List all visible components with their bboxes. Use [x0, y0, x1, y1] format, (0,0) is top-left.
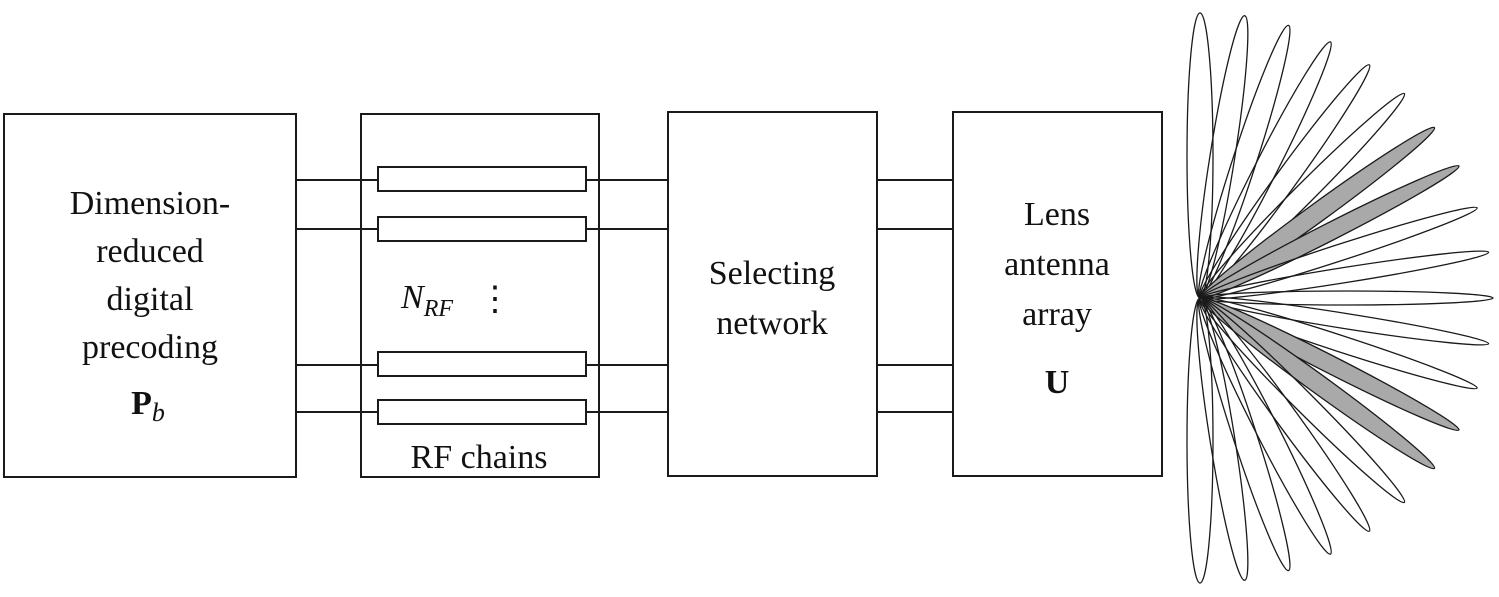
- selecting-network-block: Selecting network: [667, 111, 878, 477]
- rf-chain-1: [377, 166, 587, 192]
- connections: [296, 179, 953, 413]
- lens-antenna-line-1: Lens: [1024, 196, 1090, 233]
- digital-precoding-line-4: precoding: [82, 329, 218, 366]
- beam-lobe: [1199, 296, 1478, 390]
- digital-precoding-line-3: digital: [107, 281, 194, 318]
- lens-antenna-line-2: antenna: [1004, 246, 1110, 283]
- rf-chain-3: [377, 351, 587, 377]
- digital-precoding-box: [3, 113, 297, 478]
- digital-precoding-block: Dimension- reduced digital precoding Pb: [3, 113, 297, 478]
- precoding-matrix-symbol: Pb: [131, 385, 165, 427]
- beam-pattern: [1186, 12, 1494, 584]
- digital-precoding-line-2: reduced: [96, 233, 204, 270]
- selecting-network-line-1: Selecting: [709, 255, 836, 292]
- rf-chains-ellipsis: ⋮: [478, 281, 512, 318]
- selecting-network-line-2: network: [716, 305, 827, 342]
- rf-chain-4: [377, 399, 587, 425]
- rf-chains-caption: RF chains: [411, 439, 548, 476]
- beam-lobe: [1199, 206, 1478, 300]
- lens-antenna-box: [952, 111, 1163, 477]
- beam-lobe: [1186, 12, 1214, 299]
- beam-lobe: [1199, 290, 1494, 306]
- selecting-network-box: [667, 111, 878, 477]
- lens-antenna-line-3: array: [1022, 296, 1092, 333]
- lens-antenna-block: Lens antenna array U: [952, 111, 1163, 477]
- digital-precoding-line-1: Dimension-: [70, 185, 231, 222]
- rf-chain-2: [377, 216, 587, 242]
- rf-chains-block: NRF ⋮ RF chains: [360, 113, 600, 478]
- lens-matrix-symbol: U: [1045, 364, 1070, 401]
- rf-count-label: NRF: [400, 279, 453, 322]
- beam-lobe: [1186, 297, 1214, 584]
